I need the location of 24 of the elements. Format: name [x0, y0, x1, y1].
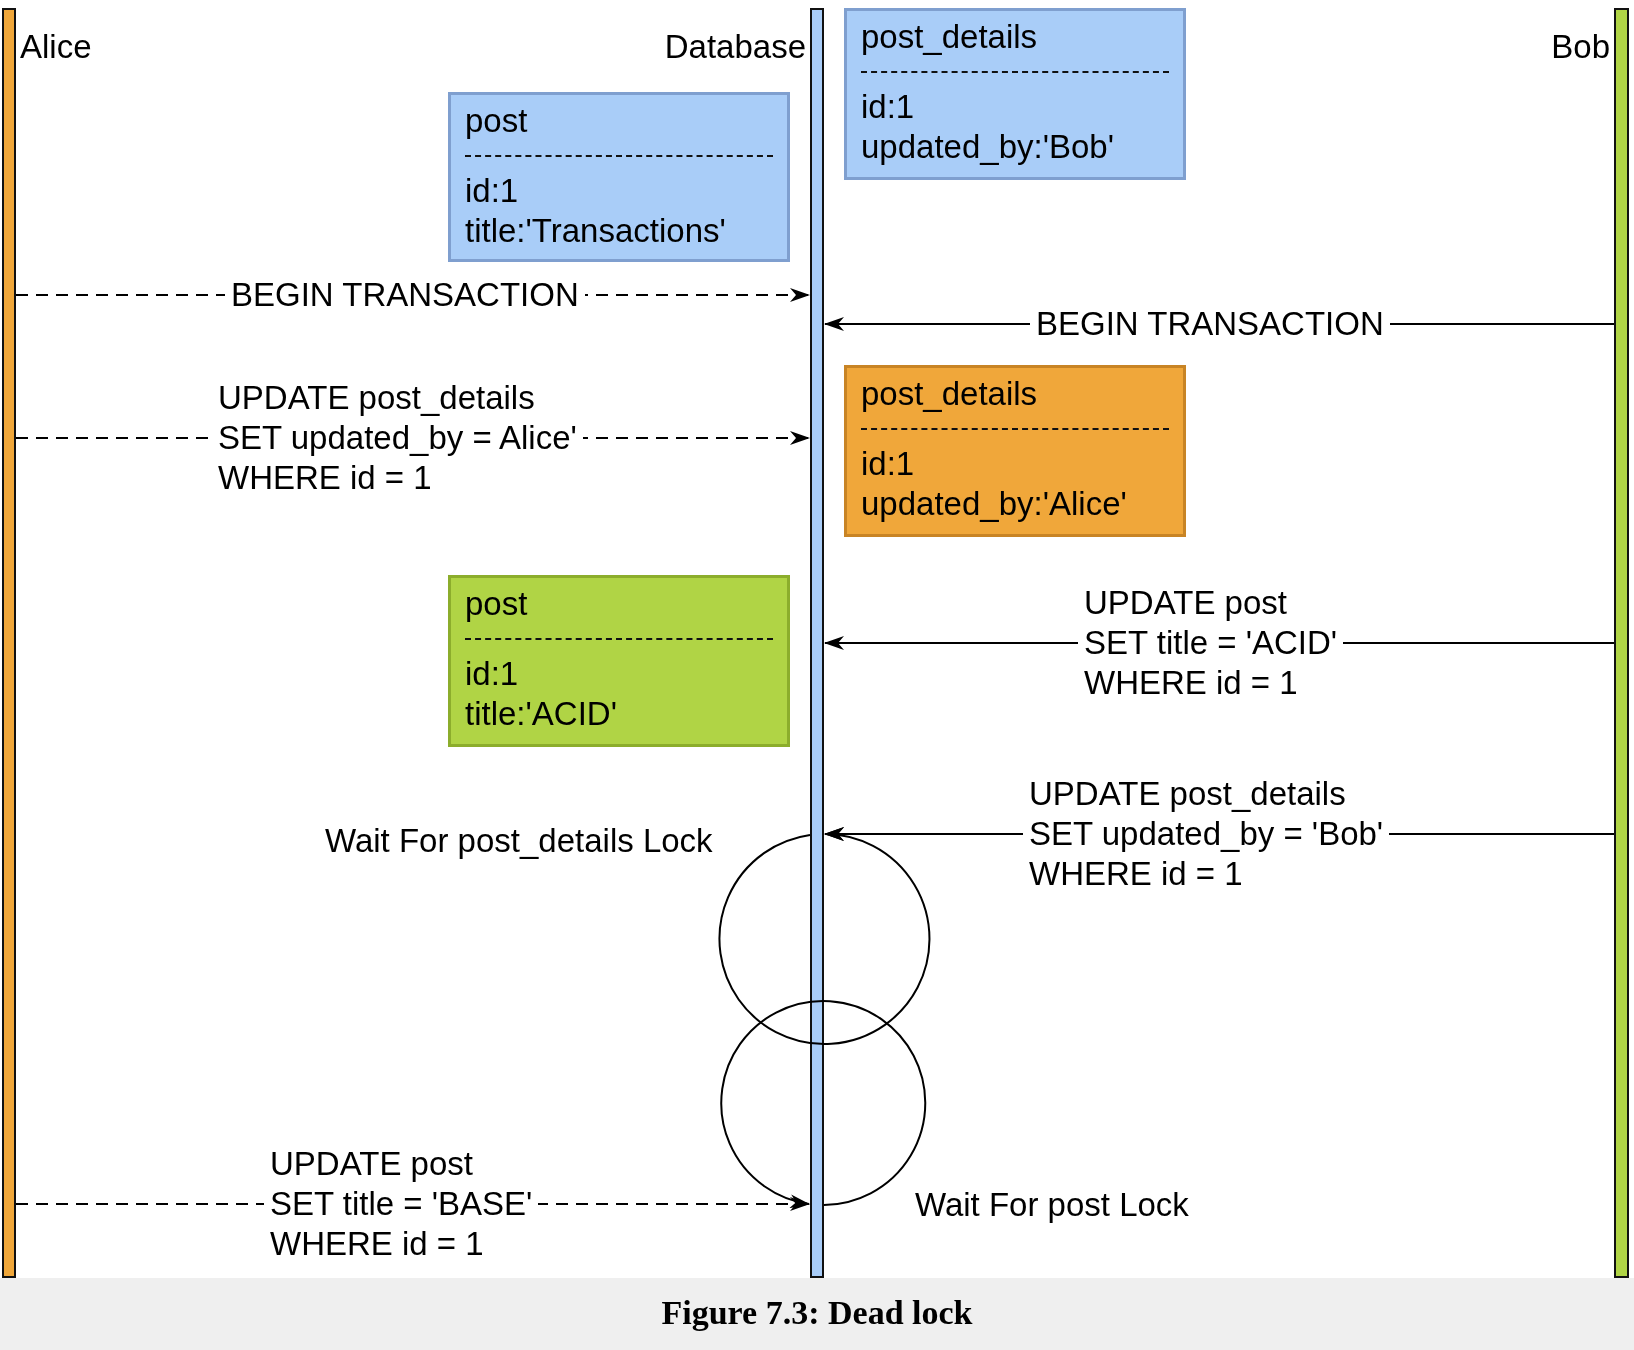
field-value: id:1 — [465, 654, 520, 694]
participant-name: Alice — [20, 28, 92, 66]
table-record-box — [844, 8, 1186, 180]
table-record-box — [844, 365, 1186, 537]
wait-loop-arrow — [718, 828, 931, 1045]
table-name: post_details — [861, 374, 1039, 414]
table-record-box — [448, 92, 790, 262]
note-text: Wait For post_details Lock — [325, 822, 713, 860]
field-value: updated_by:'Alice' — [861, 484, 1128, 524]
table-name: post — [465, 584, 529, 624]
participant-name: Database — [664, 28, 806, 66]
field-value: id:1 — [465, 171, 520, 211]
table-record-box — [448, 575, 790, 747]
wait-loop-arrow — [720, 1000, 927, 1207]
note-text: Wait For post Lock — [915, 1186, 1189, 1224]
participant-name: Bob — [1551, 28, 1610, 66]
field-value: title:'ACID' — [465, 694, 618, 734]
field-value: updated_by:'Bob' — [861, 127, 1115, 167]
table-name: post — [465, 101, 529, 141]
figure-caption: Figure 7.3: Dead lock — [660, 1294, 974, 1332]
field-value: id:1 — [861, 87, 916, 127]
table-name: post_details — [861, 17, 1039, 57]
field-value: title:'Transactions' — [465, 211, 727, 251]
field-value: id:1 — [861, 444, 916, 484]
